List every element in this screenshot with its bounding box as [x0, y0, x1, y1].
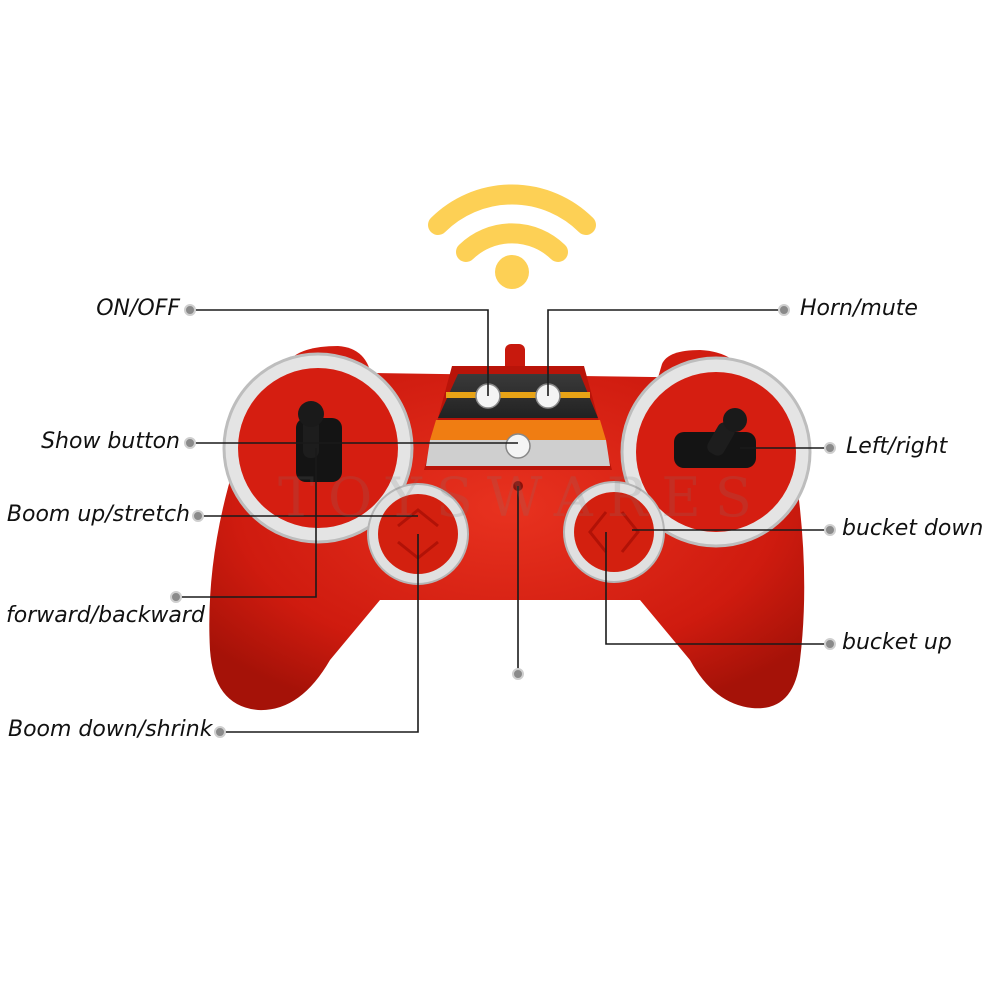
callout-dot-horn: [778, 304, 790, 316]
label-left-right: Left/right: [846, 434, 948, 459]
callout-lines: [176, 309, 830, 733]
label-boom-up: Boom up/stretch: [6, 502, 190, 527]
left-joystick-assembly: [222, 352, 414, 544]
bucket-button[interactable]: [563, 481, 665, 583]
callout-dot-leftright: [824, 442, 836, 454]
wifi-signal-icon: [428, 184, 596, 289]
label-boom-down: Boom down/shrink: [8, 717, 213, 742]
label-horn-mute: Horn/mute: [800, 296, 918, 321]
callout-dot-onoff: [184, 304, 196, 316]
show-button[interactable]: [505, 433, 531, 459]
callout-dot-boomdown: [214, 726, 226, 738]
callout-dot-boomup: [192, 510, 204, 522]
label-show-button: Show button: [41, 429, 180, 454]
label-forward-backward: forward/backward: [6, 603, 205, 628]
callout-dot-bucketdown: [824, 524, 836, 536]
center-panel: [424, 366, 612, 470]
callout-dot-forward: [170, 591, 182, 603]
watermark-text: TOYSWARES: [278, 466, 766, 529]
callout-dots: [170, 304, 836, 738]
label-on-off: ON/OFF: [96, 296, 180, 321]
callout-dot-led: [512, 668, 524, 680]
callout-dot-show: [184, 437, 196, 449]
label-bucket-down: bucket down: [842, 516, 984, 541]
label-bucket-up: bucket up: [842, 630, 952, 655]
right-joystick-assembly: [620, 356, 812, 548]
callout-dot-bucketup: [824, 638, 836, 650]
